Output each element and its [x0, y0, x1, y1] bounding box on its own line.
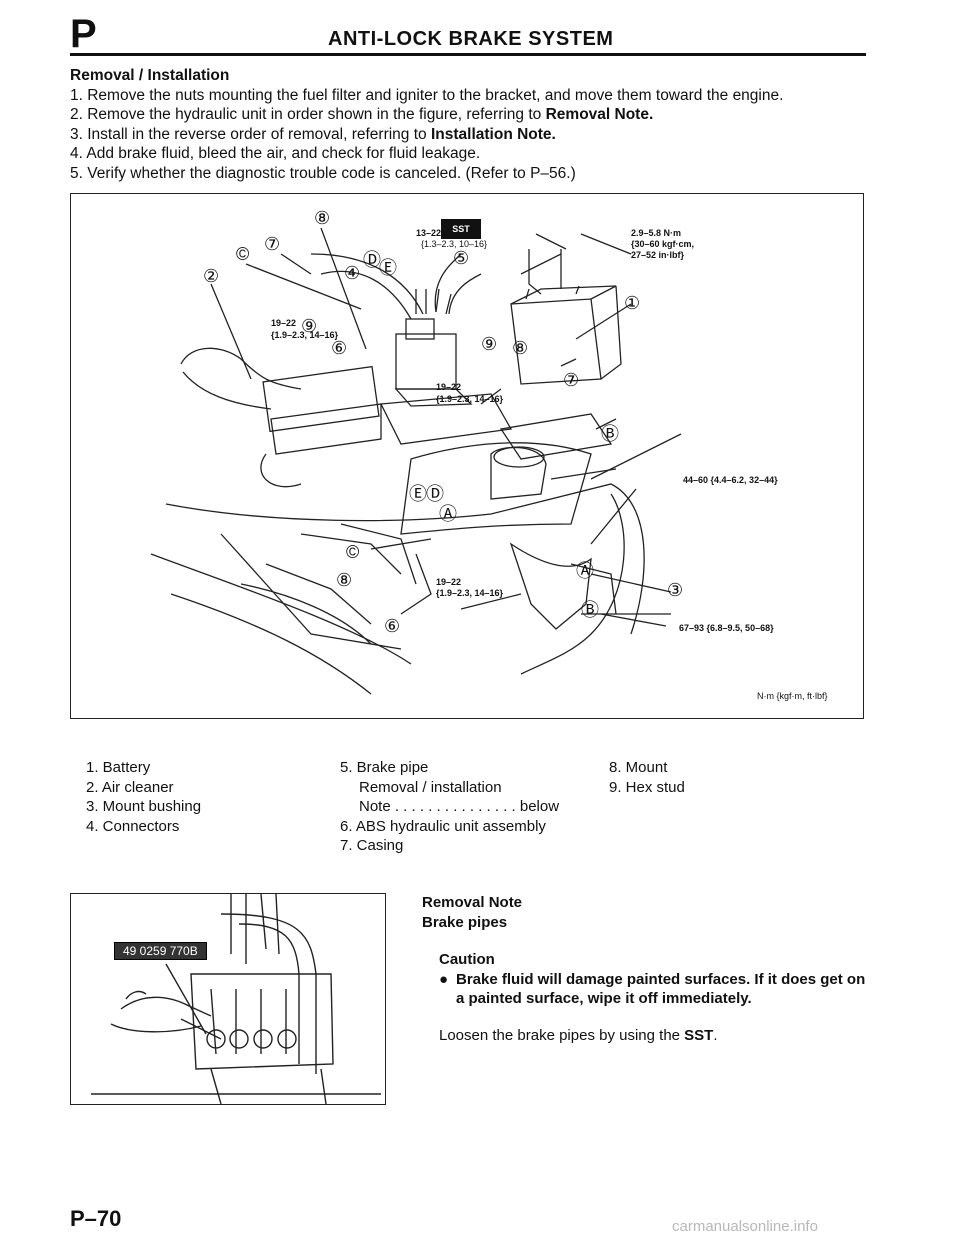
- header-rule: [70, 53, 866, 56]
- step-4-text: 4. Add brake fluid, bleed the air, and c…: [70, 145, 481, 162]
- torque-44: 44–60 {4.4–6.2, 32–44}: [683, 475, 778, 485]
- removal-note-subtitle: Brake pipes: [422, 913, 508, 931]
- callout-e-top: Ⓔ: [379, 258, 397, 278]
- units-legend: N·m {kgf·m, ft·lbf}: [757, 691, 828, 701]
- torque-bottom-detail: {1.9–2.3, 14–16}: [436, 588, 504, 598]
- callout-7-top: ⑦: [264, 234, 280, 254]
- callout-5: ⑤: [453, 248, 469, 268]
- legend-item: 4. Connectors: [86, 817, 180, 835]
- callout-d-mid: Ⓓ: [426, 484, 444, 504]
- torque-mid: 19–22: [436, 382, 461, 392]
- callout-4: ④: [344, 263, 360, 283]
- instruction-end: .: [713, 1026, 718, 1044]
- legend-item: 9. Hex stud: [609, 778, 685, 796]
- step-2-text: 2. Remove the hydraulic unit in order sh…: [70, 106, 546, 123]
- brake-pipe-illustration: [91, 894, 381, 1104]
- instruction-sst: SST: [684, 1026, 714, 1044]
- legend-item: 7. Casing: [340, 837, 404, 854]
- page-letter: P: [70, 12, 97, 56]
- callout-7-mid: ⑦: [563, 370, 579, 390]
- caution-bullet: ● Brake fluid will damage painted surfac…: [439, 970, 872, 1009]
- step-3: 3. Install in the reverse order of remov…: [70, 125, 870, 145]
- callout-6-bottom: ⑥: [384, 616, 400, 636]
- legend-item: 6. ABS hydraulic unit assembly: [340, 817, 546, 835]
- legend-subitem: Removal / installation: [359, 778, 502, 796]
- legend-column-3: 8. Mount 9. Hex stud: [609, 758, 685, 797]
- callout-a-bottom: Ⓐ: [576, 561, 594, 581]
- torque-top: 13–22: [416, 228, 441, 238]
- instruction: Loosen the brake pipes by using the SST.: [422, 1026, 872, 1046]
- callout-2: ②: [203, 266, 219, 286]
- torque-67: 67–93 {6.8–9.5, 50–68}: [679, 623, 774, 633]
- caution-text: Brake fluid will damage painted surfaces…: [456, 970, 866, 1008]
- step-5: 5. Verify whether the diagnostic trouble…: [70, 164, 870, 184]
- torque-left-detail: {1.9–2.3, 14–16}: [271, 330, 339, 340]
- brake-pipe-photo: 49 0259 770B: [70, 893, 386, 1105]
- callout-b-bottom: Ⓑ: [581, 600, 599, 620]
- legend-column-2: 5. Brake pipe Removal / installation Not…: [340, 758, 559, 856]
- removal-note: Removal Note Brake pipes Caution ● Brake…: [422, 893, 872, 1045]
- step-2: 2. Remove the hydraulic unit in order sh…: [70, 105, 870, 125]
- torque-top-detail: {1.3–2.3, 10–16}: [421, 239, 487, 249]
- instruction-text: Loosen the brake pipes by using the: [439, 1026, 685, 1044]
- callout-c-left: ©: [236, 244, 249, 264]
- callout-c-bottom: ©: [346, 542, 359, 562]
- callout-9-left: ⑨: [301, 316, 317, 336]
- legend-subitem: Note . . . . . . . . . . . . . . . below: [359, 798, 560, 815]
- section-title: ANTI-LOCK BRAKE SYSTEM: [328, 28, 614, 50]
- legend-item: 2. Air cleaner: [86, 778, 174, 796]
- step-3-text: 3. Install in the reverse order of remov…: [70, 125, 431, 143]
- procedure-steps: Removal / Installation 1. Remove the nut…: [70, 66, 870, 183]
- removal-note-title: Removal Note: [422, 894, 523, 911]
- hydraulic-unit-illustration: SST 13–22 {1.3–2.3, 10–16} 2.9–5.8 N·m {…: [150, 208, 828, 701]
- step-1-text: 1. Remove the nuts mounting the fuel fil…: [70, 86, 784, 104]
- legend-item: 3. Mount bushing: [86, 798, 202, 815]
- step-2-ref: Removal Note.: [545, 106, 654, 123]
- callout-8-top: ⑧: [314, 208, 330, 228]
- legend-item: 8. Mount: [609, 759, 668, 776]
- bullet-icon: ●: [439, 970, 449, 988]
- callout-a-mid: Ⓐ: [439, 504, 457, 524]
- sst-label: SST: [452, 224, 470, 234]
- watermark: carmanualsonline.info: [672, 1218, 818, 1235]
- callout-e-mid: Ⓔ: [409, 484, 427, 504]
- sst-marker: SST: [441, 219, 481, 239]
- step-1: 1. Remove the nuts mounting the fuel fil…: [70, 86, 870, 106]
- step-3-ref: Installation Note.: [430, 125, 556, 143]
- torque-bottom: 19–22: [436, 577, 461, 587]
- step-5-text: 5. Verify whether the diagnostic trouble…: [70, 164, 576, 182]
- callout-3: ③: [667, 580, 683, 600]
- torque-right-nm: 2.9–5.8 N·m: [631, 228, 681, 238]
- callout-8-bottom: ⑧: [336, 570, 352, 590]
- callout-9-mid: ⑨: [481, 334, 497, 354]
- legend-item: 1. Battery: [86, 759, 151, 776]
- torque-right-inlbf: 27–52 in·lbf}: [631, 250, 685, 260]
- torque-mid-detail: {1.9–2.3, 14–16}: [436, 394, 504, 404]
- procedure-heading: Removal / Installation: [70, 67, 230, 84]
- step-4: 4. Add brake fluid, bleed the air, and c…: [70, 144, 870, 164]
- torque-left: 19–22: [271, 318, 296, 328]
- legend-column-1: 1. Battery 2. Air cleaner 3. Mount bushi…: [86, 758, 201, 836]
- caution-label: Caution: [439, 951, 495, 968]
- caution-block: Caution ● Brake fluid will damage painte…: [422, 950, 872, 1009]
- callout-6-top: ⑥: [331, 338, 347, 358]
- page-number: P–70: [70, 1206, 122, 1231]
- callout-8-mid: ⑧: [512, 338, 528, 358]
- callout-d-top: Ⓓ: [363, 250, 381, 270]
- callout-b-right: Ⓑ: [601, 424, 619, 444]
- sst-number-badge: 49 0259 770B: [114, 942, 207, 960]
- legend-item: 5. Brake pipe: [340, 759, 429, 776]
- callout-1: ①: [624, 293, 640, 313]
- torque-right-kgf: {30–60 kgf·cm,: [631, 239, 694, 249]
- exploded-view-figure: SST 13–22 {1.3–2.3, 10–16} 2.9–5.8 N·m {…: [70, 193, 864, 719]
